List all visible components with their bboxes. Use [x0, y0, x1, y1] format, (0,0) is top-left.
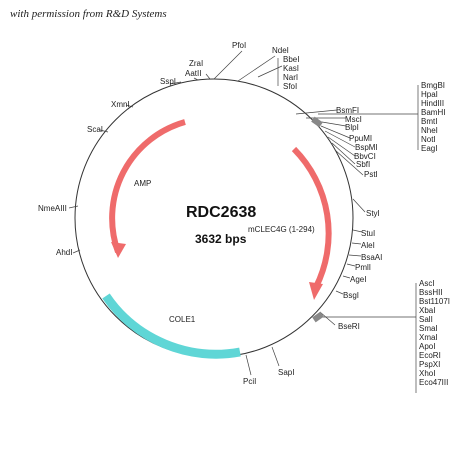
site-label: PstI [364, 170, 378, 179]
insert-feature-arc [291, 146, 332, 289]
site-label: ApoI [419, 342, 435, 351]
site-label: BspMI [355, 143, 378, 152]
site-label: XmnI [111, 100, 130, 109]
site-label: NotI [421, 135, 436, 144]
amp-arrowhead [111, 242, 126, 258]
site-label: MscI [345, 115, 362, 124]
site-cluster-marker-upper [311, 116, 323, 128]
site-label: HindIII [421, 99, 444, 108]
site-label: StyI [366, 209, 380, 218]
site-label: NmeAIII [38, 204, 67, 213]
insert-arrowhead [309, 282, 323, 300]
site-label: AhdI [56, 248, 72, 257]
site-label: SapI [278, 368, 294, 377]
ori-label: COLE1 [169, 315, 196, 324]
site-label: EcoRI [419, 351, 441, 360]
site-label: SalI [419, 315, 433, 324]
permission-note: with permission from R&D Systems [10, 8, 167, 20]
site-label: SbfI [356, 160, 370, 169]
amp-label: AMP [134, 179, 151, 188]
ori-feature-arc [102, 293, 241, 359]
site-cluster-marker-lower [312, 311, 324, 323]
site-label: BseRI [338, 322, 360, 331]
site-label: BsgI [343, 291, 359, 300]
site-label: BsaAI [361, 253, 382, 262]
site-label: HpaI [421, 90, 438, 99]
amp-feature-arc [109, 119, 186, 254]
plasmid-size: 3632 bps [195, 232, 247, 246]
site-label: SspI [160, 77, 176, 86]
site-label: NarI [283, 73, 298, 82]
site-label: AgeI [350, 275, 366, 284]
site-label: AatII [185, 69, 201, 78]
site-label: ZraI [189, 59, 203, 68]
plasmid-name: RDC2638 [186, 204, 256, 221]
site-label: StuI [361, 229, 375, 238]
site-label: EagI [421, 144, 437, 153]
site-label: XbaI [419, 306, 435, 315]
site-label: BsmFI [336, 106, 359, 115]
site-label: SmaI [419, 324, 438, 333]
site-label: Bst1107I [419, 297, 450, 306]
site-label: KasI [283, 64, 299, 73]
site-label: AleI [361, 241, 375, 250]
site-label: XhoI [419, 369, 435, 378]
site-label: PspXI [419, 360, 440, 369]
site-label: PciI [243, 377, 256, 386]
insert-label: mCLEC4G (1-294) [248, 225, 315, 234]
site-label: AscI [419, 279, 435, 288]
site-label: BbeI [283, 55, 299, 64]
site-label: BamHI [421, 108, 445, 117]
site-label: BssHII [419, 288, 443, 297]
site-label: BmgBI [421, 81, 445, 90]
site-label: NdeI [272, 46, 289, 55]
site-label: PpuMI [349, 134, 372, 143]
site-label: PmlI [355, 263, 371, 272]
site-label: BlpI [345, 123, 359, 132]
site-label: SfoI [283, 82, 297, 91]
site-label: BbvCI [354, 152, 376, 161]
site-label: ScaI [87, 125, 103, 134]
site-label: XmaI [419, 333, 438, 342]
site-label: BmtI [421, 117, 437, 126]
site-label: NheI [421, 126, 438, 135]
site-label: Eco47III [419, 378, 448, 387]
site-label: PfoI [232, 41, 246, 50]
